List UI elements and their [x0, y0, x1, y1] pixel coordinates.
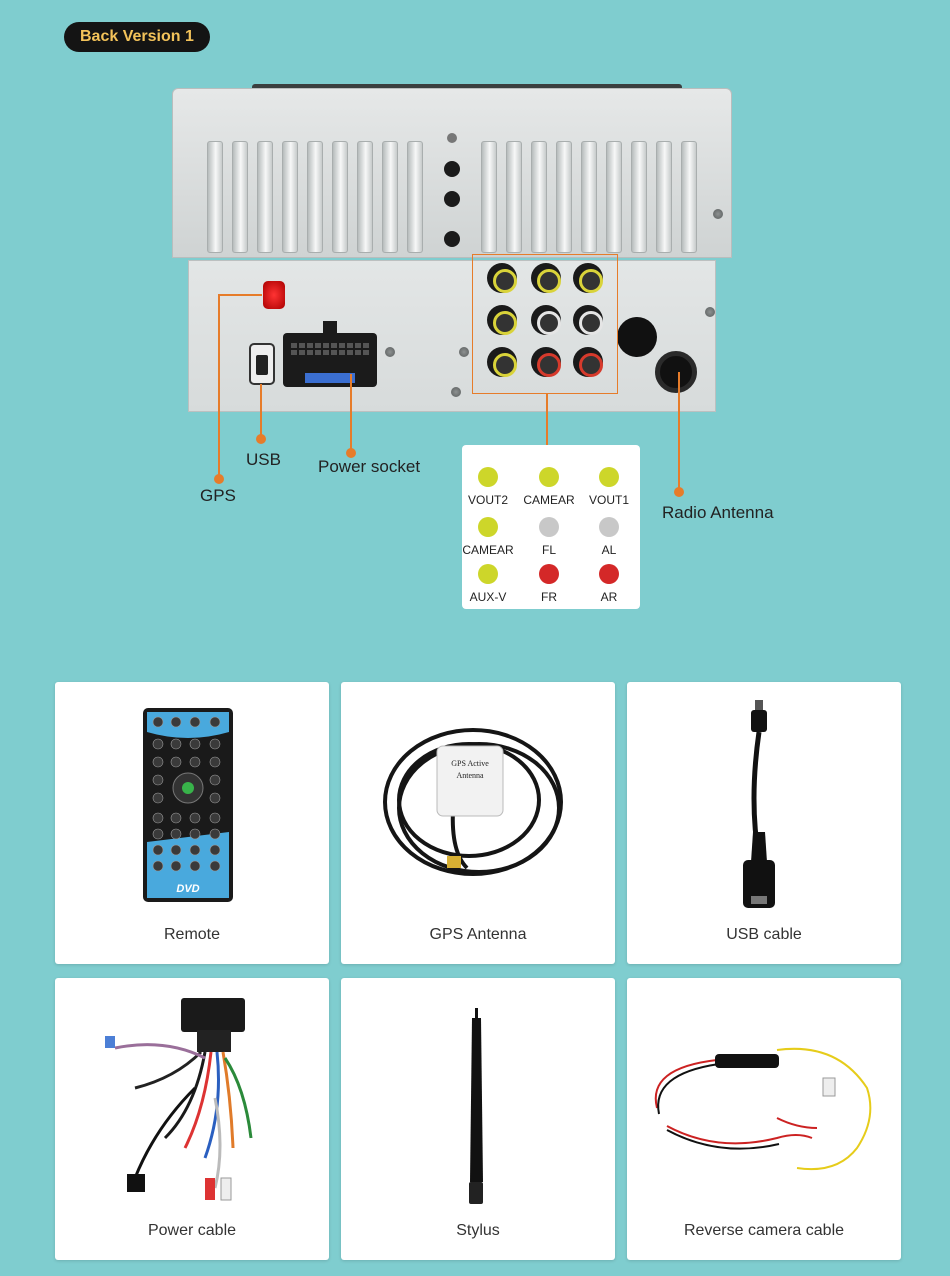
usb-port — [249, 343, 275, 385]
remote-control-icon: DVD — [143, 708, 233, 902]
rca-jack — [487, 347, 517, 377]
gps-label: GPS — [200, 486, 236, 505]
radio-antenna-label: Radio Antenna — [662, 503, 774, 522]
radio-antenna-port — [655, 351, 697, 393]
svg-text:GPS Active: GPS Active — [451, 759, 489, 768]
screw-icon — [459, 347, 469, 357]
unit-upper-housing — [172, 88, 732, 258]
rca-jack — [531, 263, 561, 293]
screw-icon — [705, 307, 715, 317]
stylus-icon — [469, 1008, 483, 1204]
unit-lower-housing — [188, 260, 716, 412]
legend-item: FL — [519, 517, 579, 557]
legend-dot — [599, 467, 619, 487]
usb-callout-line — [260, 384, 262, 438]
gps-callout-line — [218, 294, 220, 478]
power-callout-line — [350, 374, 352, 452]
usb-cable-icon — [743, 700, 775, 908]
camera-cable-icon — [654, 1047, 872, 1171]
rca-jack — [573, 305, 603, 335]
accessory-label: GPS Antenna — [429, 926, 527, 943]
rca-jack — [487, 305, 517, 335]
led-hole — [447, 133, 457, 143]
rca-jack — [573, 347, 603, 377]
legend-item: FR — [519, 564, 579, 604]
svg-text:Antenna: Antenna — [456, 771, 484, 780]
right-cooling-fins — [481, 141, 697, 253]
legend-item: VOUT2 — [458, 467, 518, 507]
legend-dot — [599, 517, 619, 537]
accessory-label: Reverse camera cable — [683, 1222, 845, 1239]
accessory-card-power-cable[interactable]: Power cable — [55, 978, 329, 1260]
gps-antenna-icon: GPS Active Antenna — [383, 728, 563, 876]
accessory-label: USB cable — [726, 926, 802, 943]
accessory-label: Power cable — [147, 1222, 237, 1239]
radio-callout-line — [678, 372, 680, 488]
round-port — [617, 317, 657, 357]
accessory-label: Stylus — [456, 1222, 500, 1239]
power-socket-label: Power socket — [318, 457, 421, 476]
power-harness-icon — [105, 998, 253, 1201]
legend-item: AL — [579, 517, 639, 557]
vent-hole — [444, 191, 460, 207]
accessory-card-gps-antenna[interactable]: GPS Active Antenna GPS Antenna — [341, 682, 615, 964]
legend-dot — [478, 517, 498, 537]
usb-label: USB — [246, 450, 281, 469]
legend-dot — [478, 564, 498, 584]
legend-dot — [539, 517, 559, 537]
accessory-label: Remote — [163, 926, 221, 943]
radio-callout-dot — [674, 487, 684, 497]
power-socket-port — [283, 321, 377, 387]
gps-connector — [263, 281, 285, 309]
legend-dot — [478, 467, 498, 487]
screw-icon — [713, 209, 723, 219]
rca-jack-panel — [472, 254, 618, 394]
legend-item: CAMEAR — [458, 517, 518, 557]
gps-callout-line — [218, 294, 262, 296]
vent-hole — [444, 161, 460, 177]
accessory-card-reverse-camera-cable[interactable]: Reverse camera cable — [627, 978, 901, 1260]
version-badge: Back Version 1 — [64, 22, 210, 52]
legend-item: VOUT1 — [579, 467, 639, 507]
screw-icon — [451, 387, 461, 397]
head-unit-back — [172, 84, 732, 414]
legend-dot — [599, 564, 619, 584]
left-cooling-fins — [207, 141, 423, 253]
accessory-card-remote[interactable]: DVD Remote — [55, 682, 329, 964]
accessory-card-stylus[interactable]: Stylus — [341, 978, 615, 1260]
accessory-card-usb-cable[interactable]: USB cable — [627, 682, 901, 964]
legend-item: AUX-V — [458, 564, 518, 604]
svg-text:DVD: DVD — [176, 883, 199, 895]
rca-jack — [487, 263, 517, 293]
legend-item: CAMEAR — [519, 467, 579, 507]
legend-item: AR — [579, 564, 639, 604]
power-callout-dot — [346, 448, 356, 458]
usb-callout-dot — [256, 434, 266, 444]
rca-jack — [531, 305, 561, 335]
legend-dot — [539, 564, 559, 584]
screw-icon — [385, 347, 395, 357]
rca-legend-panel: VOUT2 CAMEAR VOUT1 CAMEAR FL AL AUX-V FR… — [462, 445, 640, 609]
rca-jack — [573, 263, 603, 293]
rca-jack — [531, 347, 561, 377]
gps-callout-dot — [214, 474, 224, 484]
rca-callout-line — [546, 394, 548, 452]
legend-dot — [539, 467, 559, 487]
vent-hole — [444, 231, 460, 247]
